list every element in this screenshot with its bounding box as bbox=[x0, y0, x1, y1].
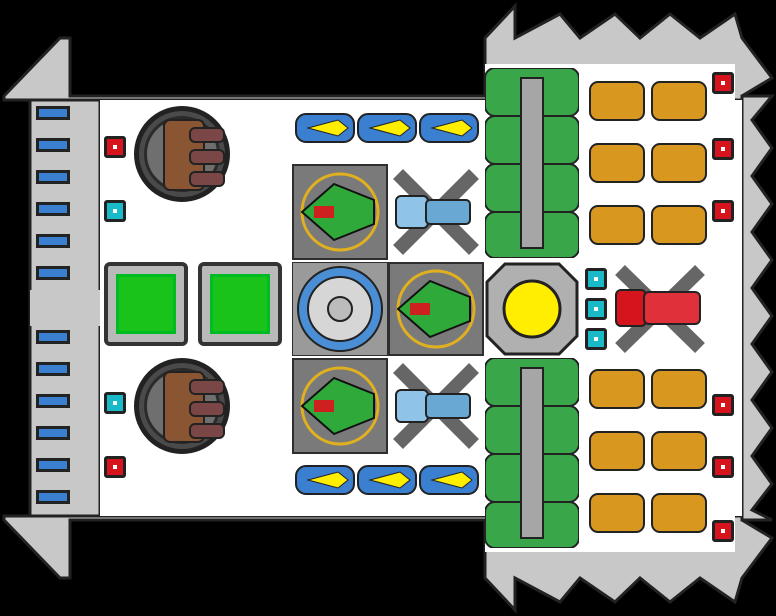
beam-emitter-bottom[interactable] bbox=[388, 358, 484, 454]
pod-block bbox=[36, 202, 70, 216]
hangar-bay-left[interactable] bbox=[104, 262, 188, 346]
shield-generator[interactable] bbox=[292, 262, 388, 356]
red-indicator-icon[interactable] bbox=[104, 456, 126, 478]
cyan-indicator-icon[interactable] bbox=[585, 268, 607, 290]
missile-icon bbox=[419, 465, 479, 495]
gun-battery-top[interactable] bbox=[584, 68, 714, 258]
missile-icon bbox=[419, 113, 479, 143]
pod-block bbox=[36, 426, 70, 440]
fighter-cell-top[interactable] bbox=[292, 164, 388, 260]
reactor-core[interactable] bbox=[485, 262, 579, 356]
missile-pod-row-bottom[interactable] bbox=[292, 460, 482, 500]
red-indicator-icon[interactable] bbox=[104, 136, 126, 158]
missile-icon bbox=[295, 465, 355, 495]
cannon-turret-top[interactable] bbox=[134, 106, 230, 202]
red-indicator-icon[interactable] bbox=[712, 72, 734, 94]
missile-pod-row-top[interactable] bbox=[292, 108, 482, 148]
fighter-cell-bottom[interactable] bbox=[292, 358, 388, 454]
fighter-icon bbox=[300, 172, 380, 252]
cyan-indicator-icon[interactable] bbox=[104, 392, 126, 414]
cyan-indicator-icon[interactable] bbox=[585, 298, 607, 320]
pod-block bbox=[36, 394, 70, 408]
red-indicator-icon[interactable] bbox=[712, 394, 734, 416]
cyan-indicator-icon[interactable] bbox=[585, 328, 607, 350]
pod-column-top bbox=[36, 106, 100, 286]
pod-block bbox=[36, 106, 70, 120]
gun-battery-bottom[interactable] bbox=[584, 358, 714, 548]
red-indicator-icon[interactable] bbox=[712, 520, 734, 542]
cyan-indicator-icon[interactable] bbox=[104, 200, 126, 222]
pod-block bbox=[36, 234, 70, 248]
cannon-turret-bottom[interactable] bbox=[134, 358, 230, 454]
fighter-icon bbox=[300, 366, 380, 446]
missile-icon bbox=[357, 113, 417, 143]
red-indicator-icon[interactable] bbox=[712, 456, 734, 478]
pod-block bbox=[36, 138, 70, 152]
hangar-bay-right[interactable] bbox=[198, 262, 282, 346]
pod-block bbox=[36, 170, 70, 184]
missile-icon bbox=[295, 113, 355, 143]
missile-icon bbox=[357, 465, 417, 495]
cannon-icon bbox=[163, 119, 225, 191]
pod-block bbox=[36, 266, 70, 280]
crystal-emitter[interactable] bbox=[612, 262, 708, 356]
red-indicator-icon[interactable] bbox=[712, 138, 734, 160]
pod-divider bbox=[30, 290, 100, 326]
tank-array-top[interactable] bbox=[485, 68, 579, 258]
tank-array-bottom[interactable] bbox=[485, 358, 579, 548]
pod-block bbox=[36, 330, 70, 344]
red-indicator-icon[interactable] bbox=[712, 200, 734, 222]
hull-right-edge bbox=[740, 94, 776, 522]
fighter-icon bbox=[396, 269, 476, 349]
cannon-icon bbox=[163, 371, 225, 443]
pod-block bbox=[36, 458, 70, 472]
pod-block bbox=[36, 490, 70, 504]
landing-pad-icon bbox=[116, 274, 176, 334]
pod-block bbox=[36, 362, 70, 376]
pod-column-bottom bbox=[36, 330, 100, 510]
landing-pad-icon bbox=[210, 274, 270, 334]
beam-emitter-top[interactable] bbox=[388, 164, 484, 260]
fighter-cell-middle[interactable] bbox=[388, 262, 484, 356]
